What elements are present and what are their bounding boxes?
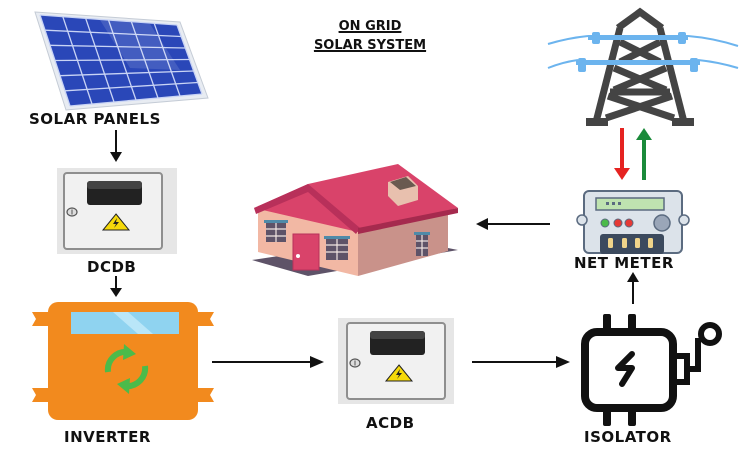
inverter-icon [32, 302, 214, 420]
panel-grid-line [59, 70, 194, 77]
export-arrow-green [636, 128, 652, 180]
diagram-title: ON GRID SOLAR SYSTEM [270, 17, 470, 55]
panel-grid-line [54, 58, 190, 62]
acdb-label: ACDB [366, 414, 415, 432]
arrow-panels-to-dcdb [110, 130, 122, 162]
arrow-acdb-to-isolator [472, 356, 570, 368]
transmission-tower-icon [547, 7, 739, 126]
arrow-inverter-to-acdb [212, 356, 324, 368]
isolator-icon [581, 314, 722, 426]
panel-grid-line [64, 81, 198, 92]
panel-grid-line [39, 14, 178, 26]
dcdb-label: DCDB [87, 258, 137, 276]
arrow-isolator-to-net-meter [627, 272, 639, 304]
acdb-icon [338, 318, 454, 404]
net-meter-label: NET METER [574, 254, 674, 272]
arrow-dcdb-to-inverter [110, 276, 122, 297]
panel-grid-line [49, 44, 186, 49]
house-icon [252, 164, 458, 276]
solar-panels-label: SOLAR PANELS [29, 110, 161, 128]
inverter-label: INVERTER [64, 428, 151, 446]
title-line-2: SOLAR SYSTEM [313, 38, 427, 53]
panel-grid-line [44, 29, 182, 38]
arrow-net-meter-to-house [476, 218, 550, 230]
net-meter-icon [576, 190, 690, 254]
import-arrow-red [614, 128, 630, 180]
solar-panel-icon [34, 11, 209, 111]
title-line-1: ON GRID [338, 19, 402, 34]
dcdb-icon [57, 168, 177, 254]
panel-grid-line [69, 93, 203, 107]
isolator-label: ISOLATOR [584, 428, 672, 446]
